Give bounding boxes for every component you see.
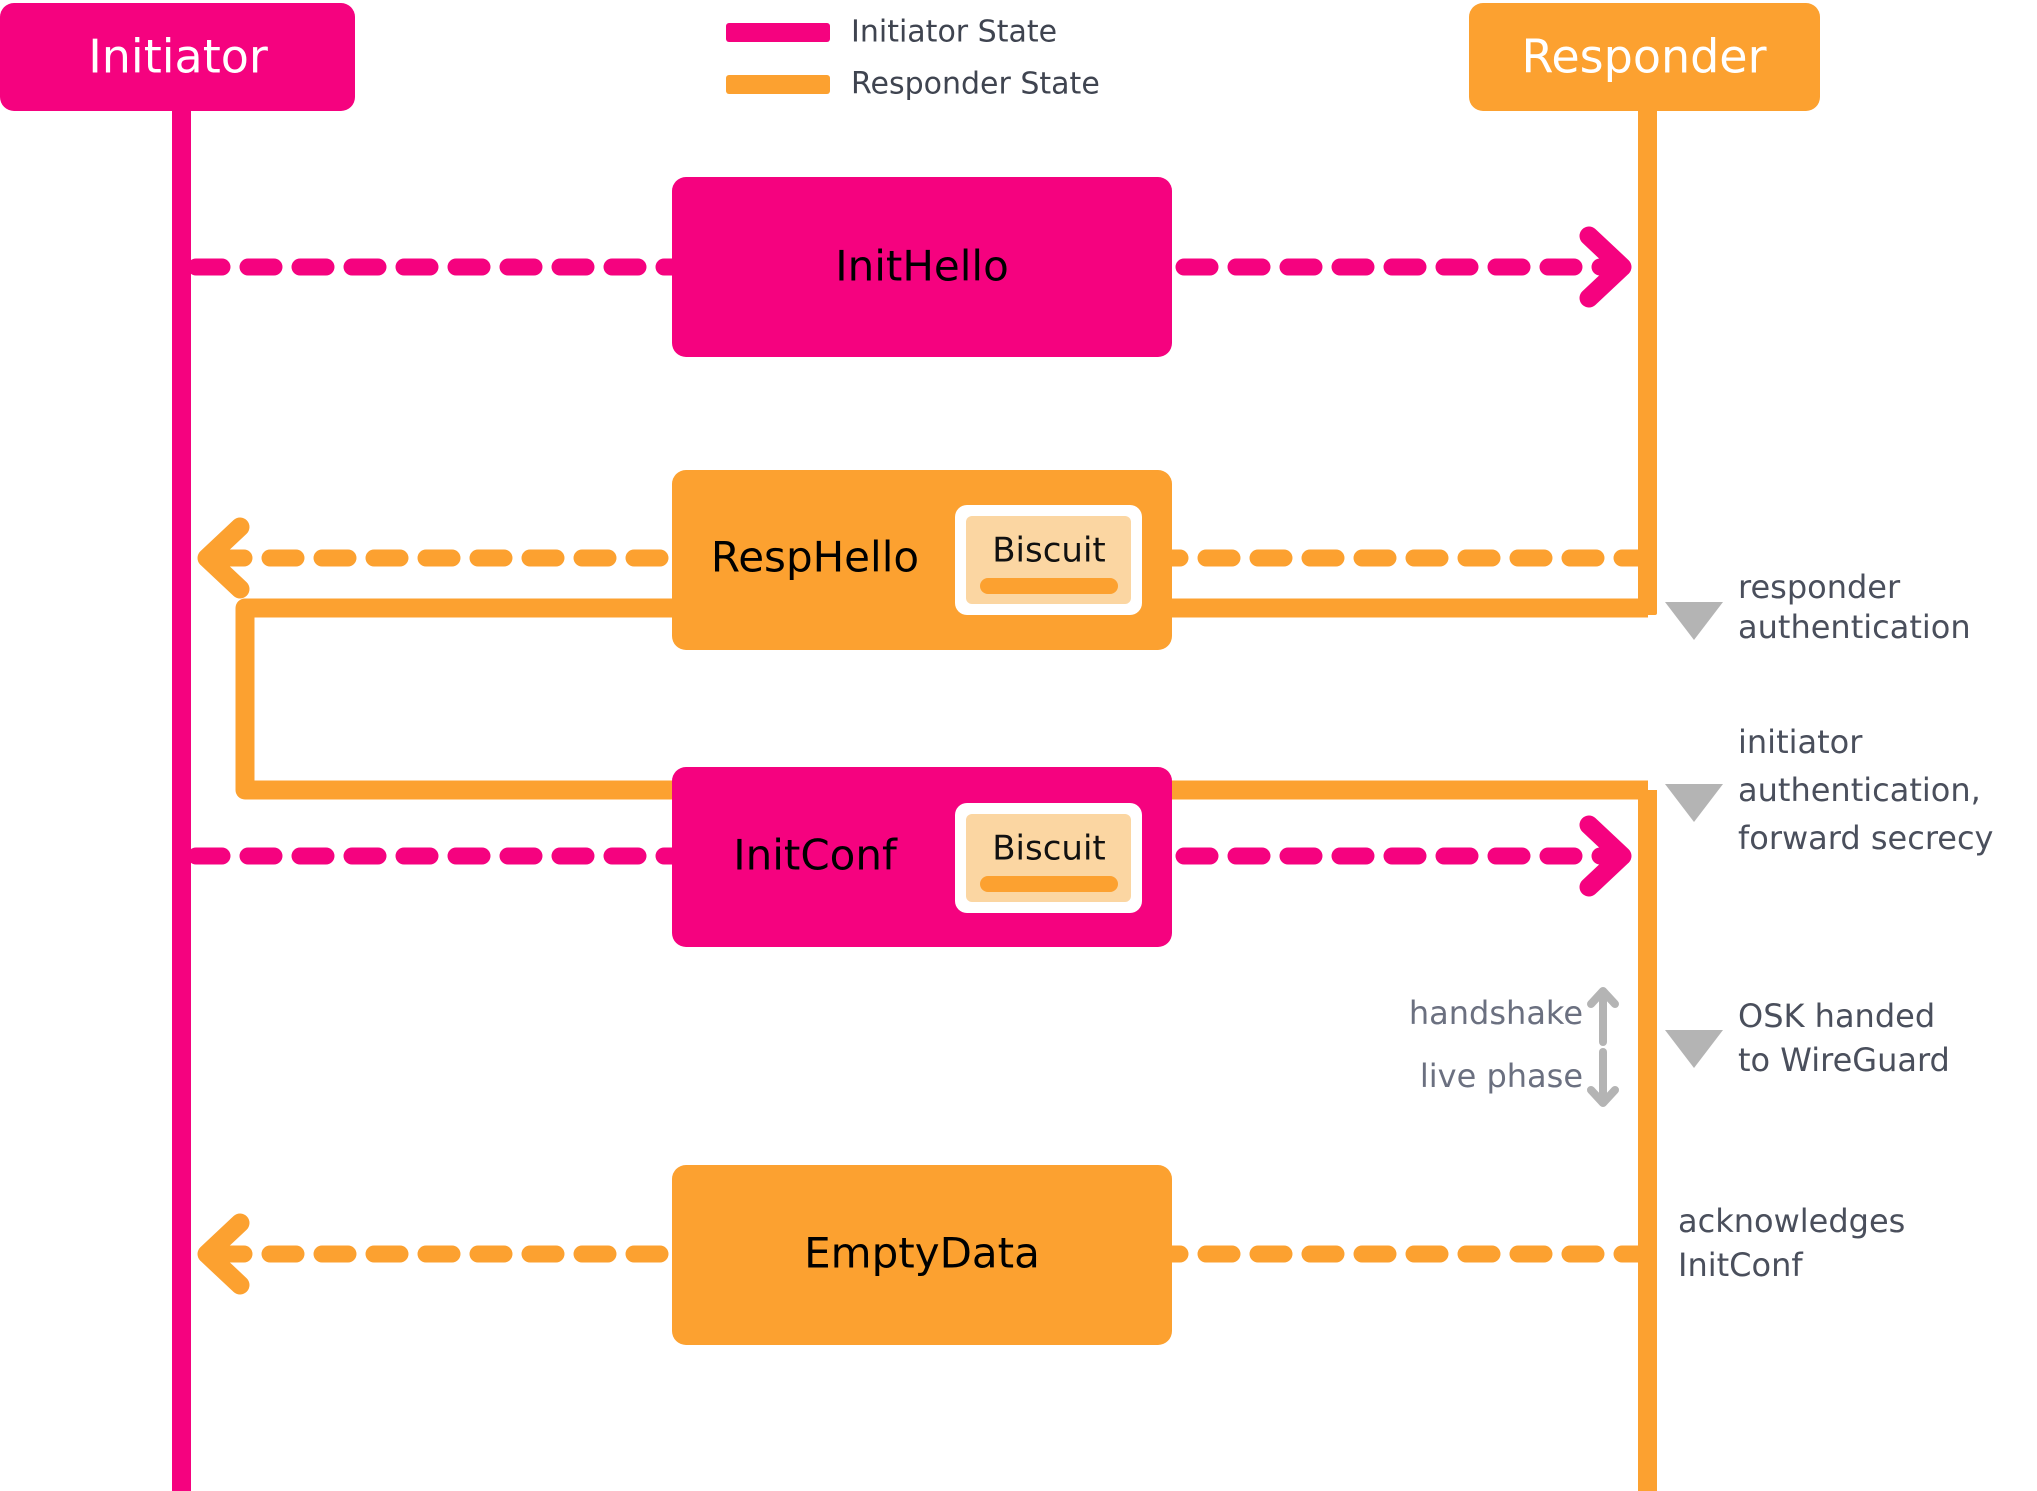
annotation-osk-handed-line-2: to WireGuard <box>1738 1041 1950 1079</box>
message-box-emptydata-rect <box>672 1165 1172 1345</box>
biscuit-bar-initconf <box>980 876 1118 892</box>
annotation-initiator-auth-line-1: initiator <box>1738 723 1863 761</box>
biscuit-label-resphello: Biscuit <box>992 531 1106 571</box>
legend-swatch-responder-state <box>726 75 830 94</box>
arrowhead-inithello <box>1579 226 1632 308</box>
legend-label-initiator-state: Initiator State <box>851 15 1057 50</box>
legend-label-responder-state: Responder State <box>851 67 1100 102</box>
arrow-down-icon <box>1587 1048 1619 1107</box>
phase-label-live-phase-text: live phase <box>1420 1057 1583 1095</box>
triangle-down-icon <box>1665 602 1723 640</box>
annotation-acknowledges-initconf: acknowledges InitConf <box>1678 1202 1905 1284</box>
lifeline-stem-responder-upper <box>1638 95 1657 615</box>
legend-item-initiator-state: Initiator State <box>726 15 1057 50</box>
arrow-up-icon <box>1587 987 1619 1046</box>
annotation-responder-auth: responder authentication <box>1665 568 1971 646</box>
phase-label-live-phase: live phase <box>1420 1048 1619 1107</box>
lifeline-header-responder-box <box>1469 3 1820 111</box>
message-box-inithello[interactable]: InitHello <box>672 177 1172 357</box>
phase-label-handshake: handshake <box>1409 987 1619 1046</box>
arrowhead-emptydata <box>197 1213 250 1295</box>
annotation-acknowledges-initconf-line-2: InitConf <box>1678 1246 1803 1284</box>
message-box-initconf[interactable]: InitConf Biscuit <box>672 767 1172 947</box>
message-box-emptydata[interactable]: EmptyData <box>672 1165 1172 1345</box>
message-label-initconf: InitConf <box>733 831 898 880</box>
annotation-osk-handed: OSK handed to WireGuard <box>1665 997 1950 1079</box>
message-label-emptydata: EmptyData <box>804 1229 1040 1278</box>
responder-state-path-u <box>235 598 672 800</box>
message-box-resphello[interactable]: RespHello Biscuit <box>672 470 1172 650</box>
legend: Initiator State Responder State <box>726 15 1100 102</box>
message-box-inithello-rect <box>672 177 1172 357</box>
lifeline-stem-responder-lower <box>1638 790 1657 1491</box>
lifeline-header-initiator-box <box>0 3 355 111</box>
message-label-inithello: InitHello <box>835 242 1009 291</box>
annotation-initiator-auth-line-2: authentication, <box>1738 771 1981 809</box>
annotation-acknowledges-initconf-line-1: acknowledges <box>1678 1202 1905 1240</box>
legend-swatch-initiator-state <box>726 23 830 42</box>
triangle-down-icon <box>1665 784 1723 822</box>
biscuit-badge-resphello[interactable]: Biscuit <box>955 505 1142 615</box>
triangle-down-icon <box>1665 1030 1723 1068</box>
phase-label-handshake-text: handshake <box>1409 994 1583 1032</box>
annotation-responder-auth-line-1: responder <box>1738 568 1901 606</box>
lifeline-stem-initiator <box>172 95 191 1491</box>
annotation-initiator-auth: initiator authentication, forward secrec… <box>1665 723 1993 857</box>
annotation-responder-auth-line-2: authentication <box>1738 608 1971 646</box>
biscuit-label-initconf: Biscuit <box>992 829 1106 869</box>
lifeline-header-initiator[interactable]: Initiator <box>0 3 355 111</box>
lifeline-header-initiator-label: Initiator <box>88 30 268 84</box>
lifeline-header-responder-label: Responder <box>1521 30 1766 84</box>
lifeline-header-responder[interactable]: Responder <box>1469 3 1820 111</box>
annotation-initiator-auth-line-3: forward secrecy <box>1738 819 1993 857</box>
arrowhead-resphello <box>197 517 250 599</box>
arrowhead-initconf <box>1579 815 1632 897</box>
message-label-resphello: RespHello <box>711 533 919 582</box>
annotation-osk-handed-line-1: OSK handed <box>1738 997 1935 1035</box>
legend-item-responder-state: Responder State <box>726 67 1100 102</box>
biscuit-badge-initconf[interactable]: Biscuit <box>955 803 1142 913</box>
biscuit-bar-resphello <box>980 578 1118 594</box>
